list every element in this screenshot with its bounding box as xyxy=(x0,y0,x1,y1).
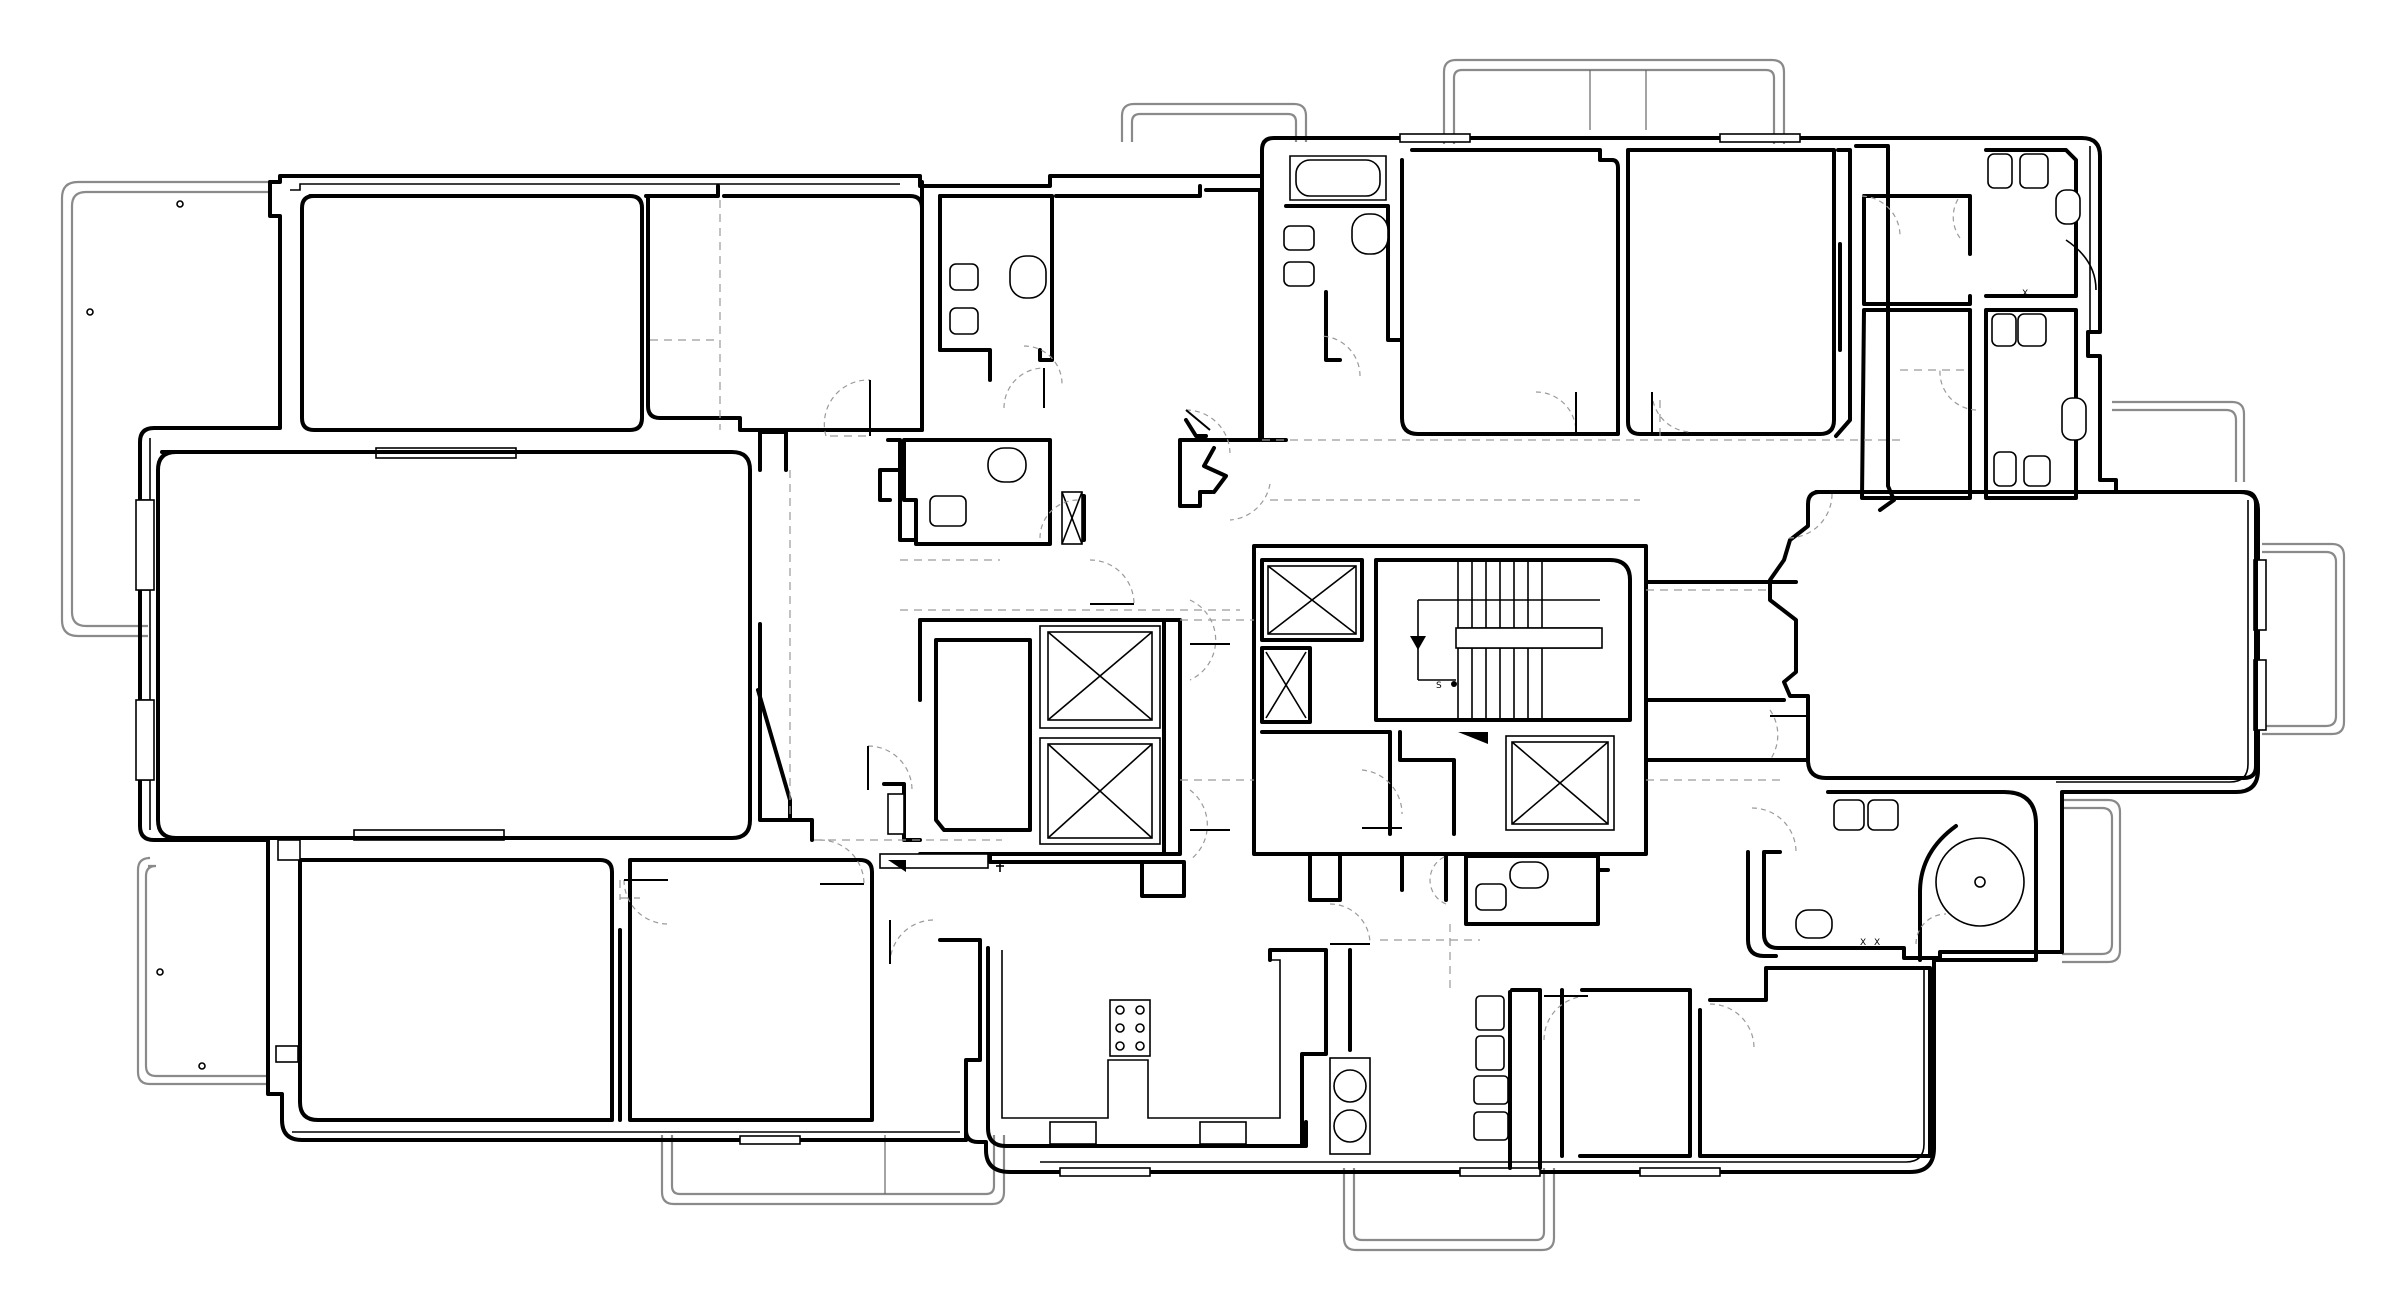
svg-text:X: X xyxy=(1874,938,1880,948)
room-north-1 xyxy=(1400,148,1620,436)
room-west-2 xyxy=(644,184,924,432)
sink xyxy=(1009,255,1047,299)
balcony-west-lower xyxy=(136,856,268,1086)
stair-direction-arrow xyxy=(1410,636,1426,650)
room-north-2 xyxy=(1626,148,1836,436)
balcony-east-mid xyxy=(2262,542,2346,736)
hinge-marks: X X X xyxy=(1860,289,2028,948)
east-apartment xyxy=(1646,490,2258,962)
windows xyxy=(135,133,2267,1177)
south-kitchen-apartment xyxy=(938,938,1371,1155)
balcony-east-upper xyxy=(2112,400,2246,482)
elevator-shaft-2 xyxy=(1505,735,1615,831)
room-se-1 xyxy=(1578,988,1692,1158)
balcony-south-1 xyxy=(660,1135,1006,1206)
room-east-large xyxy=(1768,490,2258,780)
room-se-2 xyxy=(1698,966,1932,1158)
balcony-north-1 xyxy=(1120,102,1308,142)
west-apartment xyxy=(156,184,924,1122)
room-west-3 xyxy=(298,858,614,1122)
exterior-walls xyxy=(138,136,2260,1174)
room-west-1 xyxy=(300,194,644,432)
balcony-east-lower xyxy=(2062,798,2122,964)
kitchen-counter xyxy=(986,946,1308,1148)
building-core: S xyxy=(1252,544,1648,926)
toilet xyxy=(949,307,979,335)
ne-baths xyxy=(1860,148,2097,500)
stair-treads xyxy=(1417,560,1603,720)
balcony-south-2 xyxy=(1342,1168,1556,1252)
balconies xyxy=(60,58,2346,1252)
room-west-4 xyxy=(628,858,874,1122)
svg-text:X: X xyxy=(1860,938,1866,948)
door-swings xyxy=(620,195,1977,1049)
ceiling-marks xyxy=(86,200,206,1070)
stair-label: S xyxy=(1436,681,1442,691)
stair-enclosure xyxy=(1374,558,1632,722)
corridor-wall-nw xyxy=(1054,184,1262,508)
nw-bath-block xyxy=(878,180,1262,546)
svg-text:X: X xyxy=(2022,289,2028,299)
north-center-apartment xyxy=(1260,144,1896,512)
elevator-shaft-1 xyxy=(1267,565,1357,635)
balcony-north-2 xyxy=(1442,58,1786,144)
south-east-apartment xyxy=(1473,850,1932,1170)
elevator-shaft-3 xyxy=(1047,631,1153,721)
core-wall xyxy=(1252,544,1648,856)
elevator-shaft-4 xyxy=(1047,743,1153,839)
bidet xyxy=(949,263,979,291)
west-elevator-lobby xyxy=(879,618,1186,898)
balcony-west-upper xyxy=(60,180,270,638)
living-room xyxy=(156,450,752,840)
core-wc xyxy=(1464,854,1600,926)
